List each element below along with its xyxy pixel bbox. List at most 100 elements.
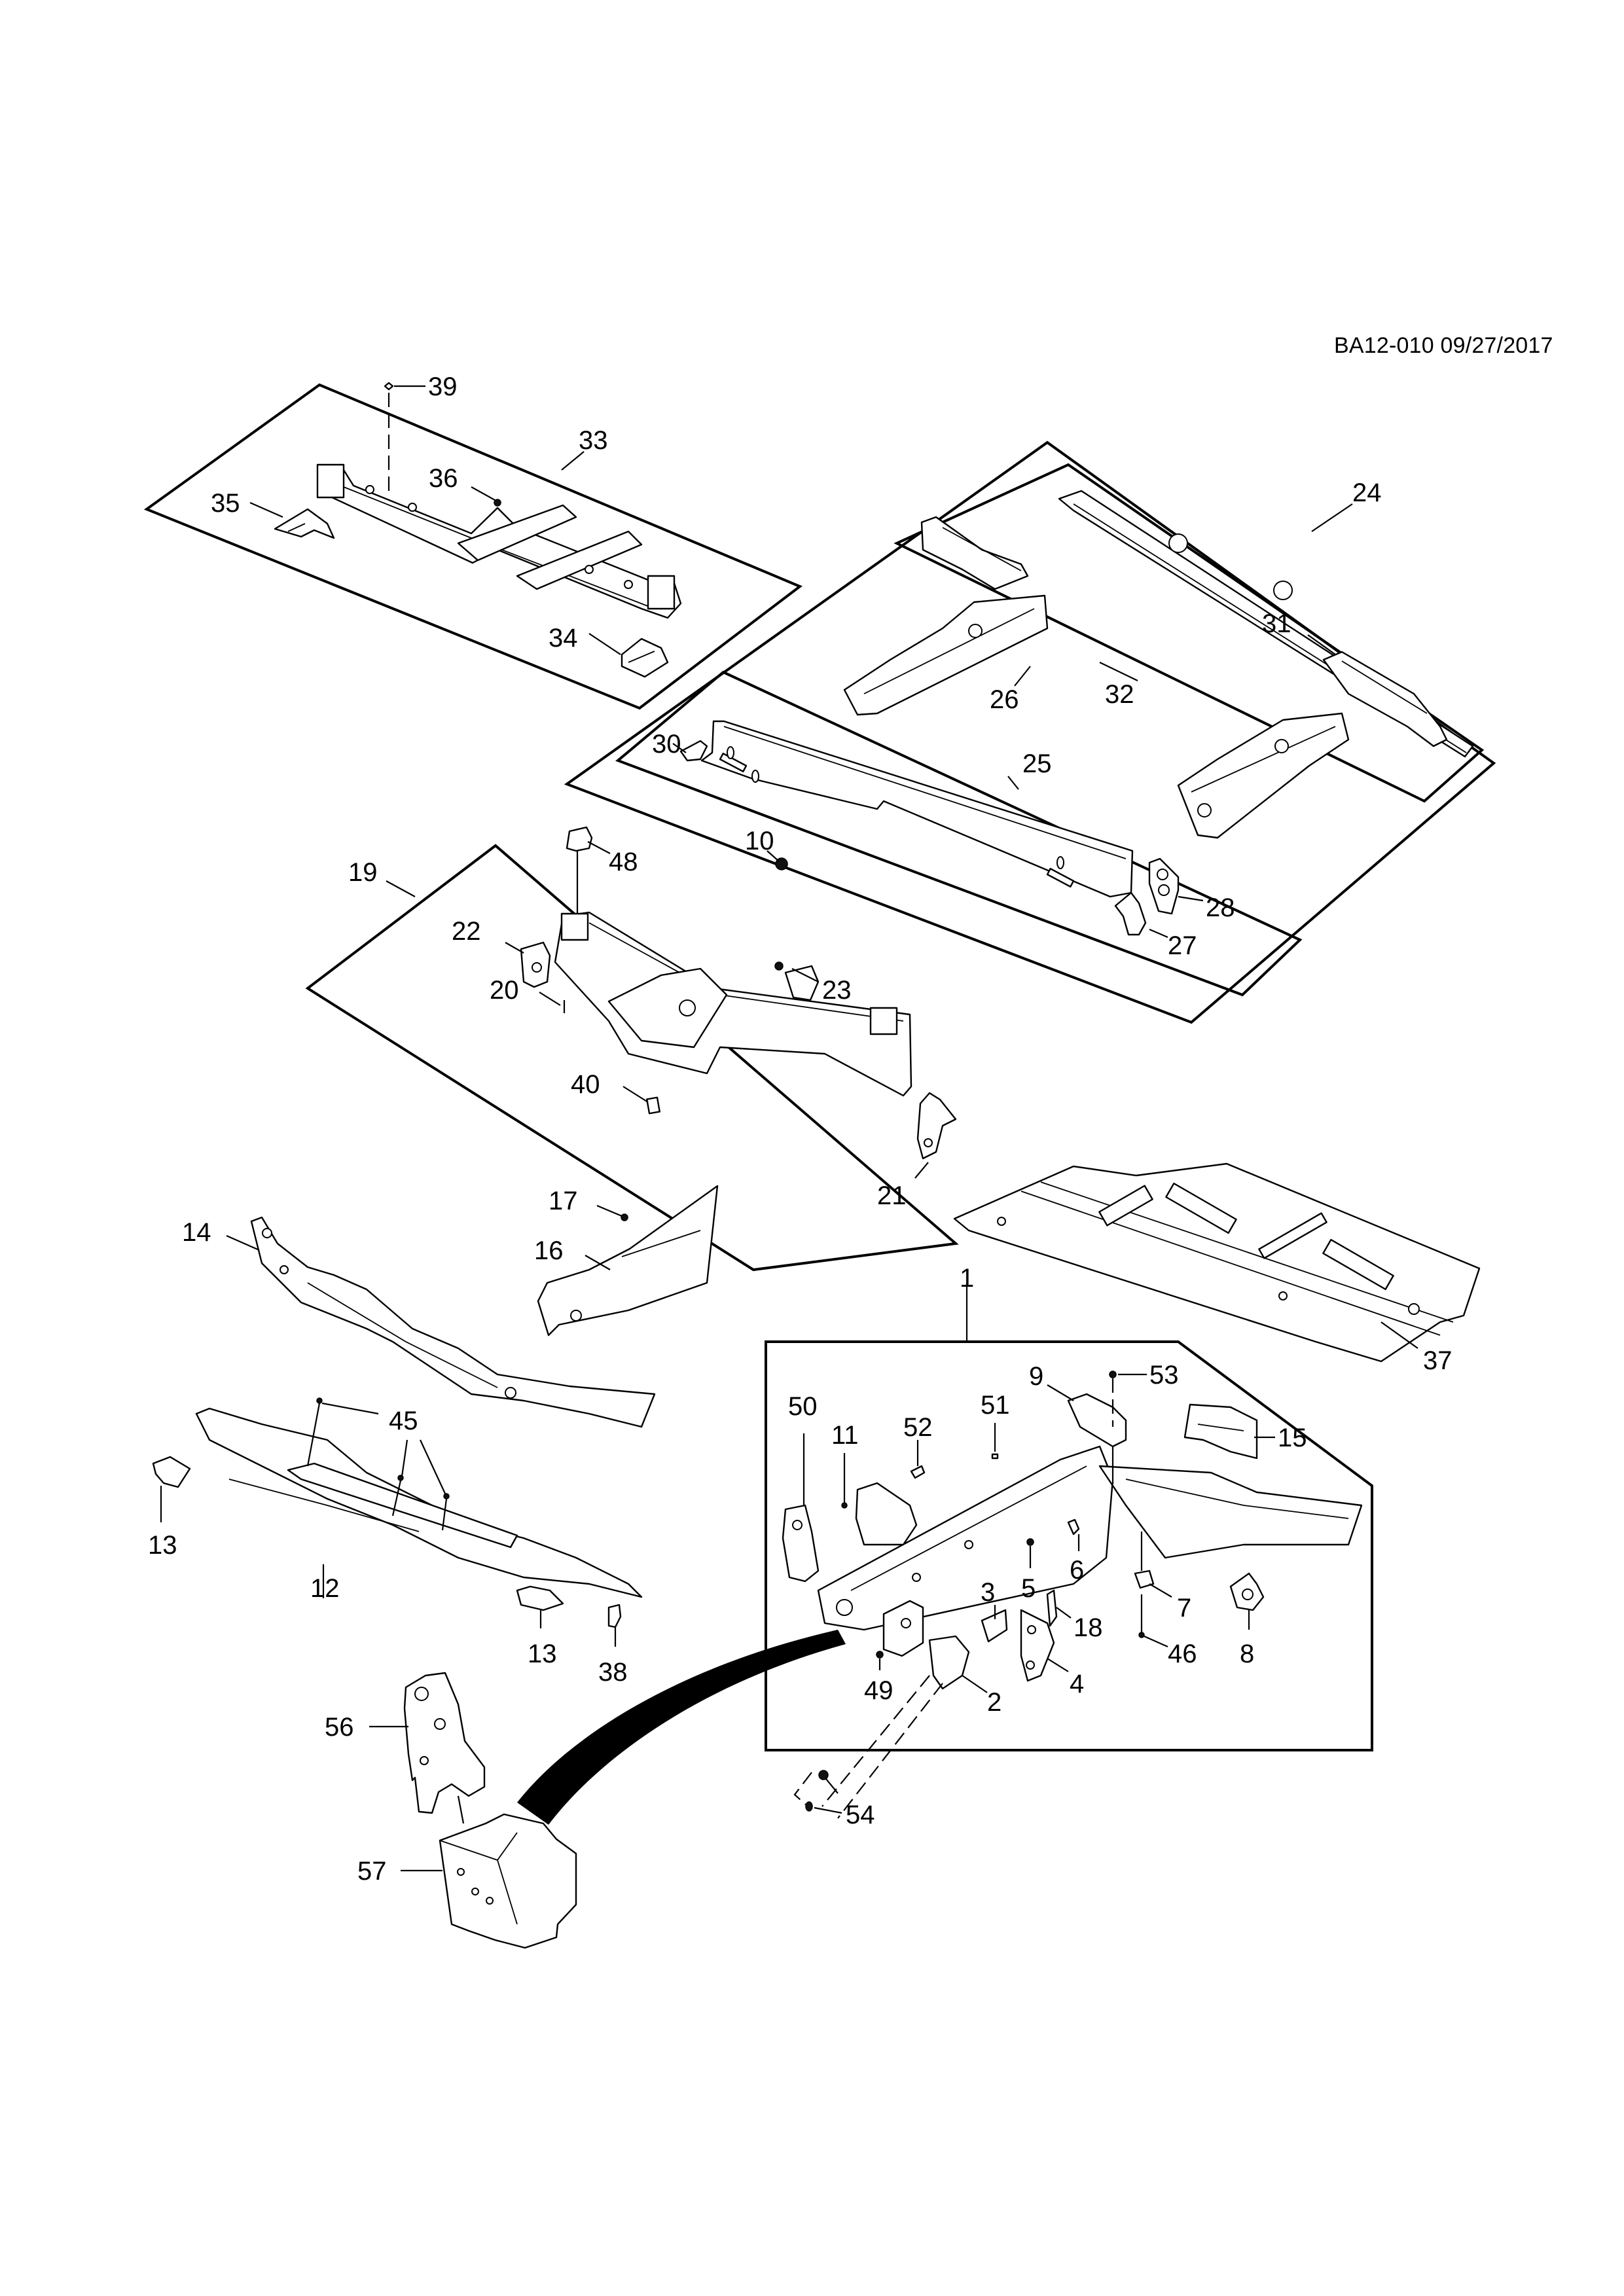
leader-33 (561, 451, 585, 471)
leader-19 (386, 880, 416, 897)
part-54 (793, 1770, 829, 1812)
callout-25: 25 (1022, 749, 1052, 778)
callout-32: 32 (1105, 680, 1134, 709)
leader-25 (1007, 776, 1019, 790)
part-23 (774, 961, 820, 1001)
part-46 (1138, 1594, 1145, 1638)
group-19: 19 48 22 23 20 (305, 826, 959, 1272)
part-24-side-member-left (843, 594, 1049, 716)
part-57 (439, 1813, 577, 1949)
part-4 (1020, 1609, 1055, 1682)
callout-13-right: 13 (528, 1640, 557, 1668)
part-31 (1322, 651, 1448, 747)
group-24: 24 32 31 26 (564, 440, 1496, 1024)
callout-10: 10 (745, 827, 774, 855)
callout-57: 57 (357, 1857, 387, 1886)
callout-28: 28 (1206, 893, 1235, 922)
part-32 (920, 516, 1029, 590)
part-25-crossmember (700, 720, 1134, 898)
callout-36: 36 (429, 464, 458, 493)
leader-22 (505, 942, 524, 954)
part-22 (520, 941, 551, 988)
callout-2: 2 (987, 1688, 1001, 1717)
leader-46 (1144, 1635, 1168, 1648)
leader-37 (1380, 1321, 1418, 1349)
part-1-front-rail (817, 1445, 1363, 1631)
leader-26 (1014, 666, 1031, 687)
callout-20: 20 (490, 976, 519, 1005)
part-7 (1134, 1532, 1155, 1589)
group-1: 1 50 11 52 51 (765, 1264, 1373, 1829)
leader-7 (1149, 1583, 1172, 1598)
leader-16 (585, 1255, 611, 1270)
part-24-side-member-right (1177, 712, 1350, 839)
callout-24: 24 (1352, 478, 1382, 507)
leader-36 (471, 486, 496, 501)
part-13-right (516, 1585, 564, 1611)
callout-13-left: 13 (148, 1531, 177, 1560)
part-36 (494, 499, 501, 507)
callout-54: 54 (846, 1801, 875, 1829)
callout-30: 30 (652, 730, 681, 759)
leader-9 (1047, 1384, 1074, 1401)
part-56 (403, 1672, 486, 1824)
leader-48 (587, 841, 611, 854)
leader-24 (1311, 503, 1353, 532)
part-48 (566, 826, 593, 916)
group-frame-24 (564, 440, 1496, 1024)
part-51 (991, 1453, 999, 1460)
part-49-bracket (876, 1600, 924, 1659)
leader-35 (249, 501, 283, 518)
part-30 (679, 740, 708, 762)
group-frame-19 (305, 844, 959, 1272)
leader-45c (420, 1439, 446, 1494)
part-11 (841, 1482, 918, 1546)
leader-34 (588, 633, 621, 655)
callout-50: 50 (788, 1392, 818, 1421)
leader-45b (401, 1439, 408, 1477)
part-45 (306, 1397, 450, 1531)
callout-15: 15 (1278, 1424, 1307, 1452)
callout-22: 22 (452, 917, 481, 946)
part-17 (621, 1213, 628, 1221)
leader-27 (1149, 928, 1168, 939)
leader-54a (825, 1778, 839, 1794)
callout-3: 3 (981, 1578, 995, 1607)
callout-46: 46 (1168, 1640, 1197, 1668)
callout-6: 6 (1070, 1556, 1084, 1585)
document-reference: BA12-010 09/27/2017 (1334, 333, 1553, 358)
callout-4: 4 (1070, 1670, 1084, 1698)
leader-21 (914, 1162, 929, 1179)
callout-39: 39 (428, 372, 458, 401)
callout-56: 56 (325, 1713, 354, 1742)
part-40 (646, 1096, 660, 1115)
leader-10 (767, 850, 780, 862)
callout-19: 19 (348, 858, 378, 887)
callout-45: 45 (389, 1407, 418, 1435)
part-8 (1229, 1572, 1265, 1630)
leader-4 (1047, 1658, 1069, 1672)
part-38 (607, 1604, 622, 1628)
leader-45 (321, 1402, 379, 1415)
callout-26: 26 (990, 685, 1019, 714)
leader-54 (814, 1806, 842, 1814)
leader-40 (623, 1086, 649, 1103)
callout-21: 21 (877, 1181, 907, 1210)
leader-30 (672, 743, 687, 753)
part-21 (916, 1092, 957, 1160)
part-28 (1148, 857, 1180, 915)
group-33: 39 33 36 35 34 (143, 372, 803, 710)
leader-20 (539, 992, 561, 1006)
part-2 (821, 1635, 970, 1819)
callout-14: 14 (182, 1218, 211, 1247)
part-12-cowl-panel (195, 1407, 643, 1598)
part-37-floor-panel (953, 1162, 1481, 1363)
callout-48: 48 (609, 848, 638, 876)
group-26: 32 31 26 (893, 463, 1485, 803)
leader-17 (596, 1204, 623, 1217)
callout-38: 38 (598, 1658, 628, 1687)
leader-18 (1056, 1607, 1072, 1619)
part-35 (274, 508, 335, 539)
callout-40: 40 (571, 1070, 600, 1099)
callout-16: 16 (534, 1236, 564, 1265)
